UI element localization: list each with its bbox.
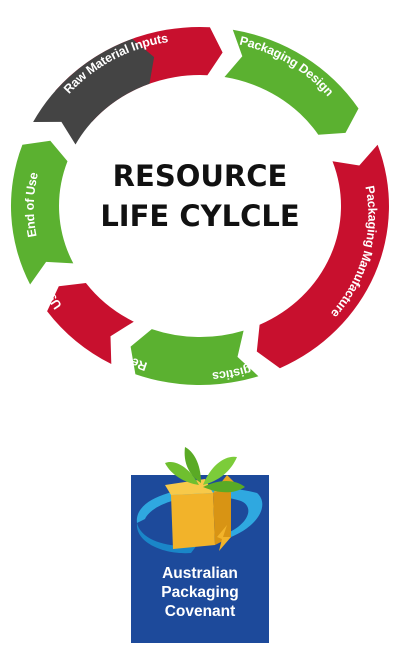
stage-arrow-packaging-manufacture: [256, 144, 389, 369]
logo-leaf: [165, 461, 199, 485]
logo-swirl-tail: [136, 523, 197, 554]
stage-arrow-packaging-design: [224, 29, 359, 135]
australian-packaging-covenant-logo: Australian Packaging Covenant: [131, 447, 269, 643]
logo-leaf: [203, 456, 237, 485]
logo-box-side: [213, 487, 231, 545]
stage-arrow-end-of-use: [33, 38, 155, 145]
stage-arrow-logistics: [130, 329, 259, 385]
logo-bolt: [217, 525, 231, 551]
logo-text-line3: Covenant: [165, 603, 236, 620]
logo-box-front: [171, 493, 215, 549]
logo-swirl: [136, 487, 263, 541]
logo-leaf: [184, 447, 201, 483]
diagram-title-line2: LIFE CYLCLE: [100, 199, 299, 233]
resource-life-cycle-diagram: RESOURCE LIFE CYLCLE Raw Material Inputs…: [10, 26, 389, 385]
stage-label-end-of-use: End of Use: [23, 171, 41, 239]
logo-leaf: [203, 481, 245, 493]
stage-arrow-retail: [47, 283, 134, 364]
logo-text-line1: Australian: [162, 565, 238, 582]
stage-arrow-use: [10, 140, 74, 285]
logo-text-line2: Packaging: [161, 584, 239, 601]
diagram-title-line1: RESOURCE: [113, 159, 288, 193]
